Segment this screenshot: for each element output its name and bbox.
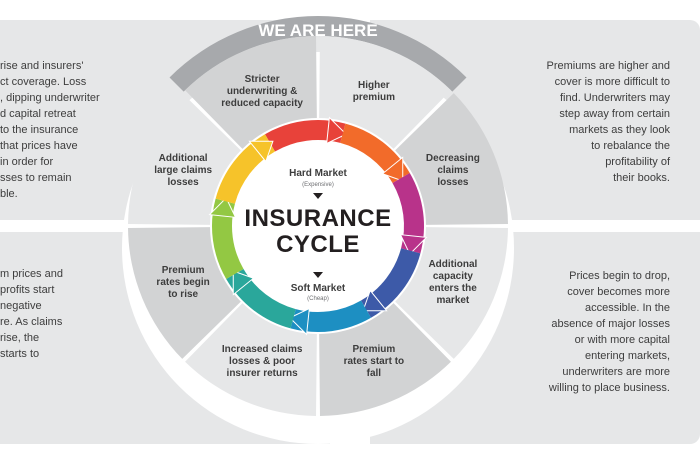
ring-arc-3 — [392, 173, 424, 254]
segment-5 — [319, 303, 451, 416]
top-left-text: rise and insurers' ct coverage. Loss , d… — [0, 60, 100, 200]
soft-market-label: Soft Market — [291, 283, 346, 294]
segment-8 — [128, 93, 241, 225]
hard-market-sub: (Expensive) — [302, 182, 334, 188]
ring-arrow-icon — [381, 156, 404, 182]
triangle-down-icon — [313, 272, 323, 278]
ring-arrow-icon — [362, 289, 388, 312]
color-ring — [208, 116, 428, 336]
segment-6 — [185, 303, 317, 416]
banner-label: WE ARE HERE — [258, 21, 377, 40]
triangle-up-icon — [313, 193, 323, 199]
center-disc — [234, 142, 402, 310]
segments-group — [128, 36, 508, 416]
ring-arrow-icon — [208, 197, 237, 218]
ring-arrow-icon — [232, 270, 255, 296]
segment-3 — [395, 93, 508, 225]
ring-arrow-icon — [399, 234, 428, 255]
title-line-1: INSURANCE — [244, 205, 391, 232]
hard-market-label: Hard Market — [289, 168, 347, 179]
title-line-2: CYCLE — [276, 231, 360, 258]
segment-1 — [185, 36, 317, 149]
ring-arc-7 — [212, 198, 244, 279]
ring-arrow-icon — [248, 140, 274, 163]
ring-arrow-icon — [326, 116, 347, 145]
segment-4 — [395, 227, 508, 359]
ring-arrow-icon — [289, 307, 310, 336]
ring-arc-1 — [265, 120, 346, 152]
ring-arc-5 — [290, 300, 371, 332]
bottom-right-text: Prices begin to drop, cover becomes more… — [548, 270, 670, 394]
we-are-here-banner — [169, 15, 467, 92]
segment-7 — [128, 227, 241, 359]
soft-market-sub: (Cheap) — [307, 296, 329, 302]
top-right-text: Premiums are higher and cover is more di… — [546, 60, 670, 184]
segment-2 — [319, 36, 451, 149]
bottom-left-text: m prices and profits start negative re. … — [0, 268, 63, 360]
